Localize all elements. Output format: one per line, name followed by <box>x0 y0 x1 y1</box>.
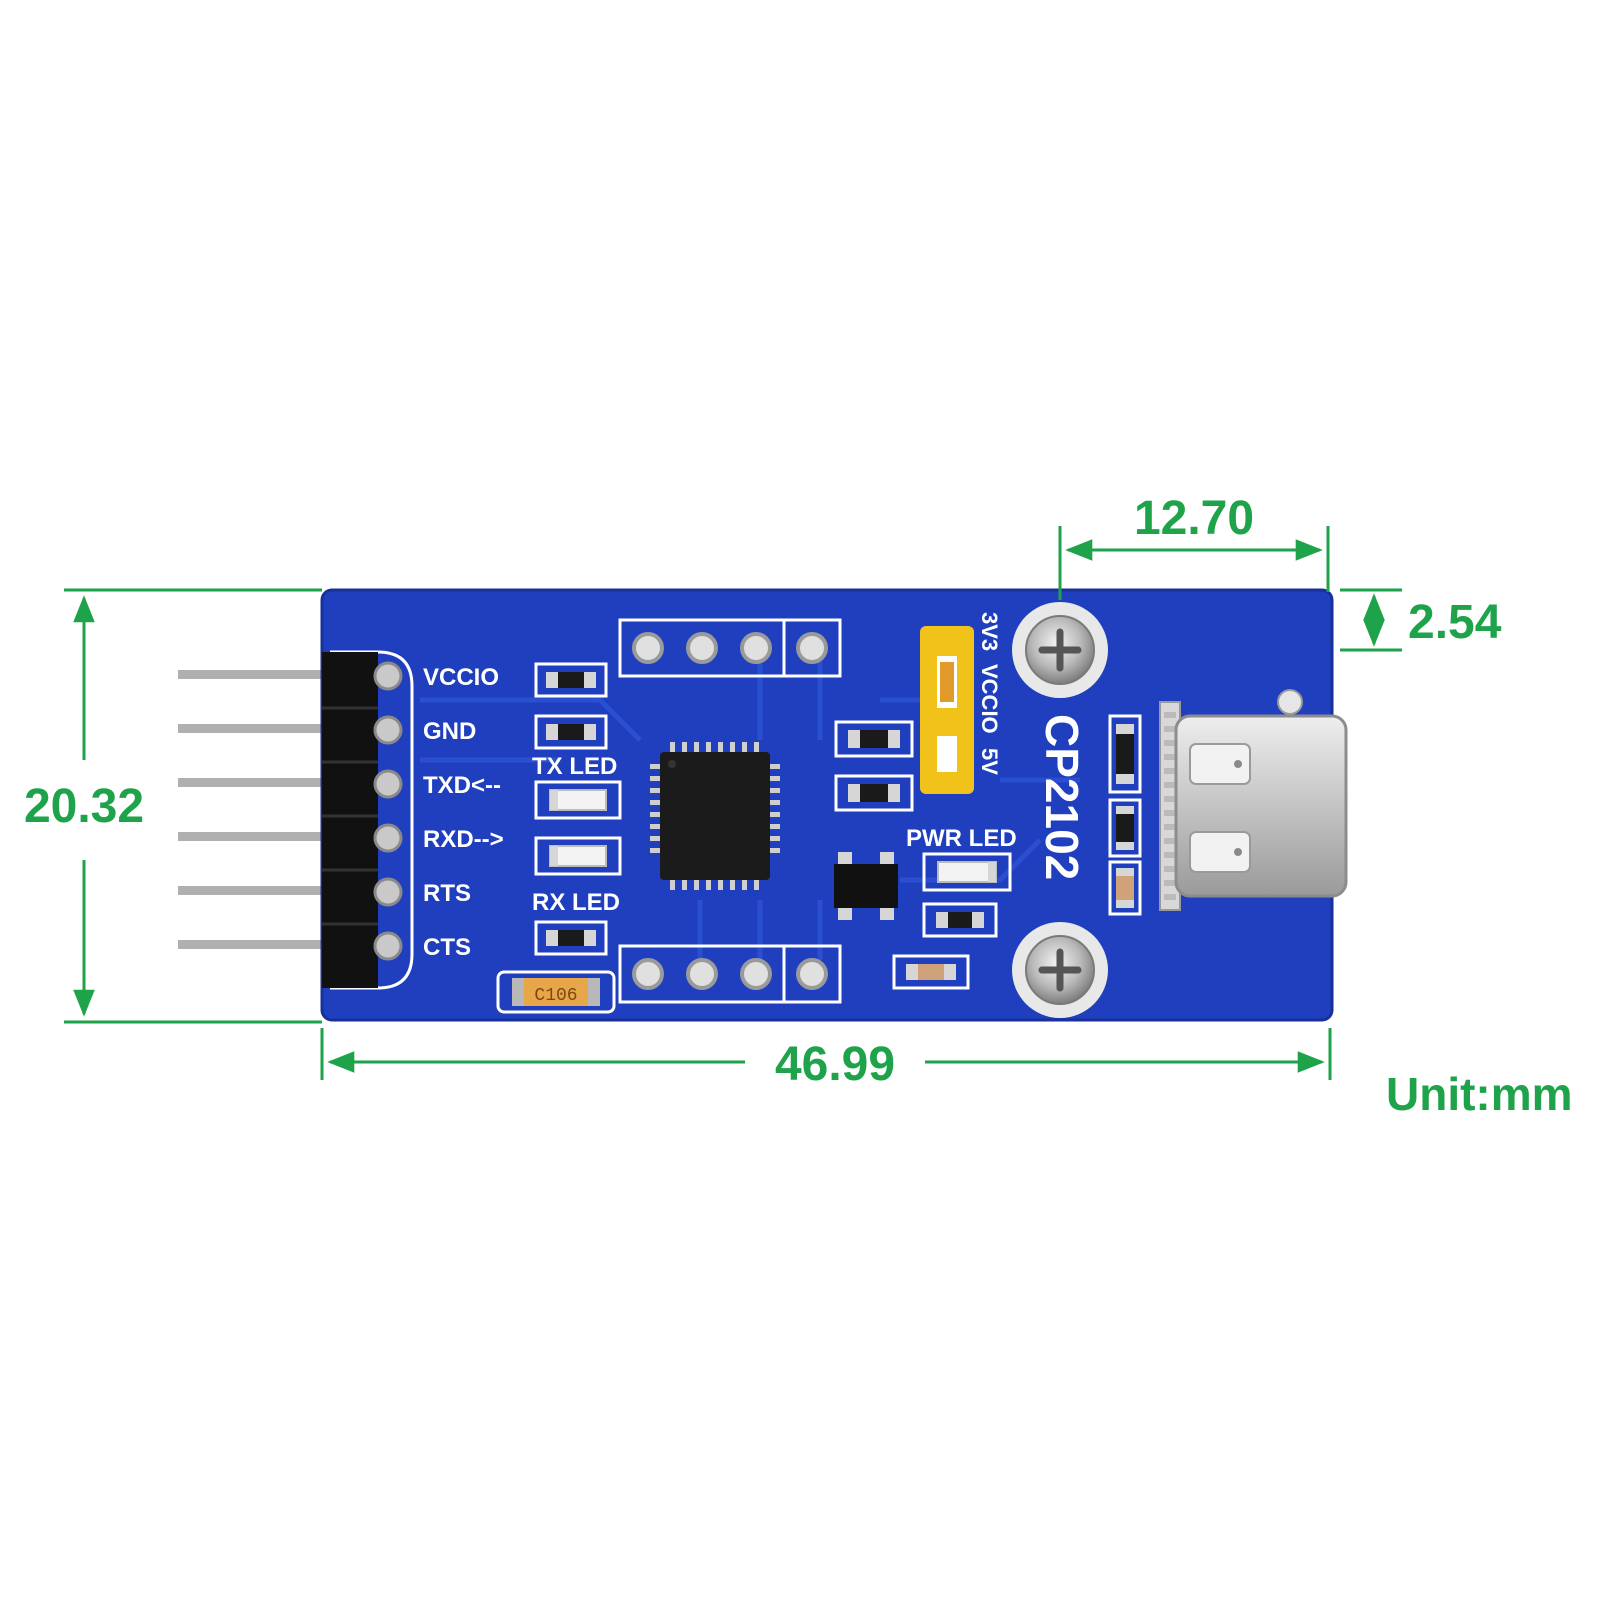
smd-resistor <box>534 662 608 698</box>
smd-resistor <box>534 920 608 956</box>
dim-width: 46.99 <box>775 1038 895 1091</box>
dimension-labels: 20.32 46.99 12.70 2.54 Unit:mm <box>24 492 1573 1120</box>
pin-label-rts: RTS <box>423 880 471 907</box>
pin-header <box>322 652 378 988</box>
rx-led-label: RX LED <box>532 889 620 916</box>
usb-c-connector[interactable] <box>1159 689 1348 911</box>
capacitor-label: C106 <box>534 986 577 1006</box>
pwr-led <box>922 852 1012 892</box>
dimension-lines <box>64 526 1402 1080</box>
dim-hole-offset: 2.54 <box>1408 596 1502 649</box>
usb-passives <box>1108 714 1142 916</box>
jumper-labels: 3V3 VCCIO 5V <box>977 612 1002 775</box>
pin-labels: VCCIO GND TXD<-- RXD--> RTS CTS <box>423 664 504 961</box>
mounting-screw-bottom <box>1012 922 1108 1018</box>
capacitor-c106: C106 <box>496 970 616 1014</box>
pin-pads <box>373 661 403 961</box>
pin-label-txd: TXD<-- <box>423 772 501 799</box>
mounting-screw-top <box>1012 602 1108 698</box>
smd-capacitor <box>892 954 970 990</box>
pwr-led-label: PWR LED <box>906 825 1017 852</box>
jumper-label-5v: 5V <box>977 748 1002 775</box>
unit-label: Unit:mm <box>1386 1068 1573 1120</box>
bottom-pad-row <box>618 944 842 1004</box>
pin-label-vccio: VCCIO <box>423 664 499 691</box>
dim-connector-width: 12.70 <box>1134 492 1254 545</box>
top-pad-row <box>618 618 842 678</box>
jumper-label-vccio: VCCIO <box>977 664 1002 734</box>
smd-resistor <box>834 720 914 758</box>
pin-label-rxd: RXD--> <box>423 826 504 853</box>
header-outline <box>330 650 414 990</box>
smd-resistor <box>534 714 608 750</box>
voltage-jumper[interactable] <box>920 626 974 794</box>
voltage-regulator <box>834 852 898 920</box>
tx-led <box>534 780 622 820</box>
smd-resistor <box>834 774 914 812</box>
tx-led-label: TX LED <box>532 753 617 780</box>
dim-height: 20.32 <box>24 780 144 833</box>
smd-resistor <box>922 902 998 938</box>
pin-label-cts: CTS <box>423 934 471 961</box>
cp2102-chip <box>650 742 780 890</box>
model-label: CP2102 <box>1036 714 1088 880</box>
pin-label-gnd: GND <box>423 718 476 745</box>
jumper-label-3v3: 3V3 <box>977 612 1002 651</box>
header-pins <box>178 670 323 949</box>
rx-led <box>534 836 622 876</box>
